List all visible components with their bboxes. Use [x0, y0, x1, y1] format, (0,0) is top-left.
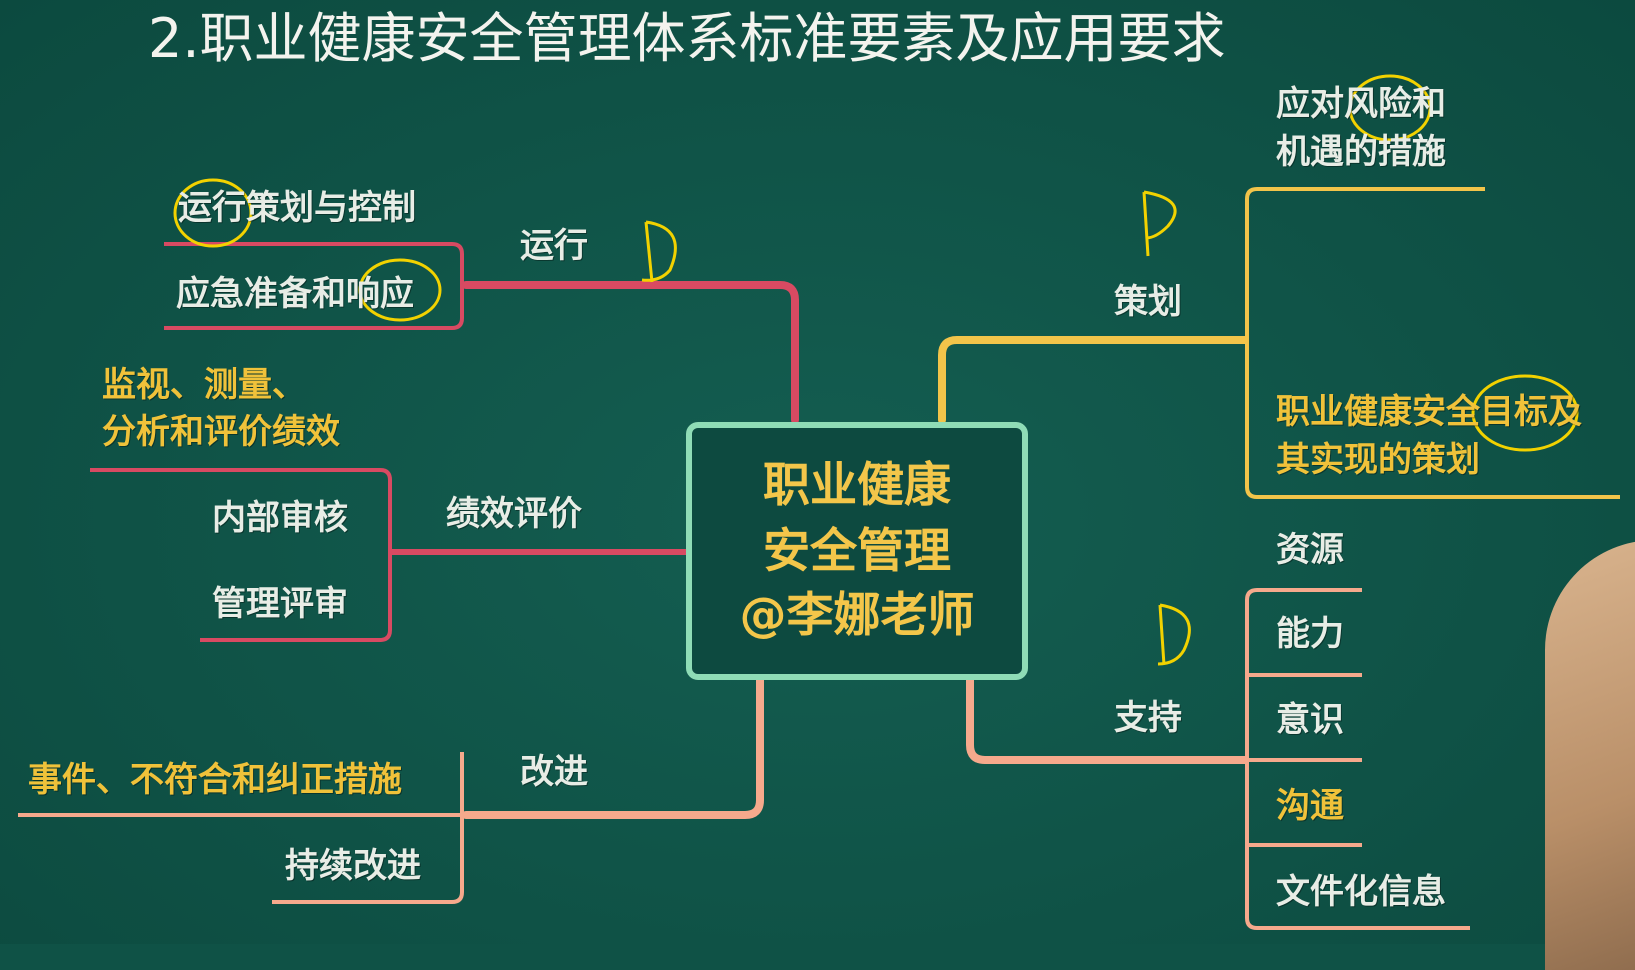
improvement-item-continual: 持续改进	[285, 846, 421, 886]
center-line-3: @李娜老师	[739, 588, 975, 643]
center-line-2: 安全管理	[763, 524, 951, 579]
planning-item-objectives-line1: 职业健康安全目标及	[1276, 392, 1582, 432]
improvement-item-incident: 事件、不符合和纠正措施	[28, 760, 402, 800]
handwritten-circle-mubiao	[1471, 374, 1579, 452]
performance-item-internal-audit: 内部审核	[212, 498, 348, 538]
branch-label-improvement: 改进	[520, 752, 588, 792]
handwritten-circle-yunxing	[173, 178, 253, 248]
support-item-resources: 资源	[1276, 530, 1344, 570]
operation-item-emergency: 应急准备和响应	[176, 274, 414, 314]
page-title: 2.职业健康安全管理体系标准要素及应用要求	[148, 7, 1226, 70]
operation-item-planning-control: 运行策划与控制	[178, 188, 416, 228]
support-trunk	[966, 676, 1249, 764]
branch-label-support: 支持	[1114, 698, 1182, 738]
handwritten-d-mark-operation	[641, 220, 677, 283]
planning-item-risk-line2: 机遇的措施	[1276, 132, 1446, 172]
handwritten-d-mark-support	[1157, 603, 1191, 666]
branch-label-performance: 绩效评价	[446, 494, 582, 534]
performance-bracket	[90, 468, 392, 642]
support-item-awareness: 意识	[1276, 700, 1344, 740]
center-line-1: 职业健康	[763, 458, 951, 513]
support-item-competence: 能力	[1276, 614, 1344, 654]
improvement-trunk	[462, 676, 764, 819]
performance-item-management-review: 管理评审	[212, 584, 348, 624]
handwritten-circle-fengxian	[1348, 74, 1432, 142]
planning-item-objectives-line2: 其实现的策划	[1276, 440, 1480, 480]
branch-label-operation: 运行	[520, 226, 588, 266]
mindmap-connectors	[18, 74, 1620, 930]
handwritten-p-mark-planning	[1142, 190, 1177, 257]
operation-bracket	[164, 242, 464, 330]
planning-item-risk-line1: 应对风险和	[1276, 84, 1446, 124]
center-node: 职业健康 安全管理 @李娜老师	[686, 422, 1028, 680]
handwritten-circle-xiangying	[358, 258, 442, 322]
planning-bracket	[1245, 187, 1620, 499]
planning-trunk	[938, 336, 1249, 424]
branch-label-planning: 策划	[1114, 282, 1182, 322]
presenter-figure	[1545, 540, 1635, 970]
support-item-documented-info: 文件化信息	[1276, 872, 1446, 912]
operation-trunk	[462, 281, 799, 424]
improvement-bracket	[272, 752, 464, 904]
performance-item-monitoring-line1: 监视、测量、	[102, 365, 306, 405]
performance-item-monitoring-line2: 分析和评价绩效	[102, 412, 340, 452]
support-item-communication: 沟通	[1276, 786, 1344, 826]
